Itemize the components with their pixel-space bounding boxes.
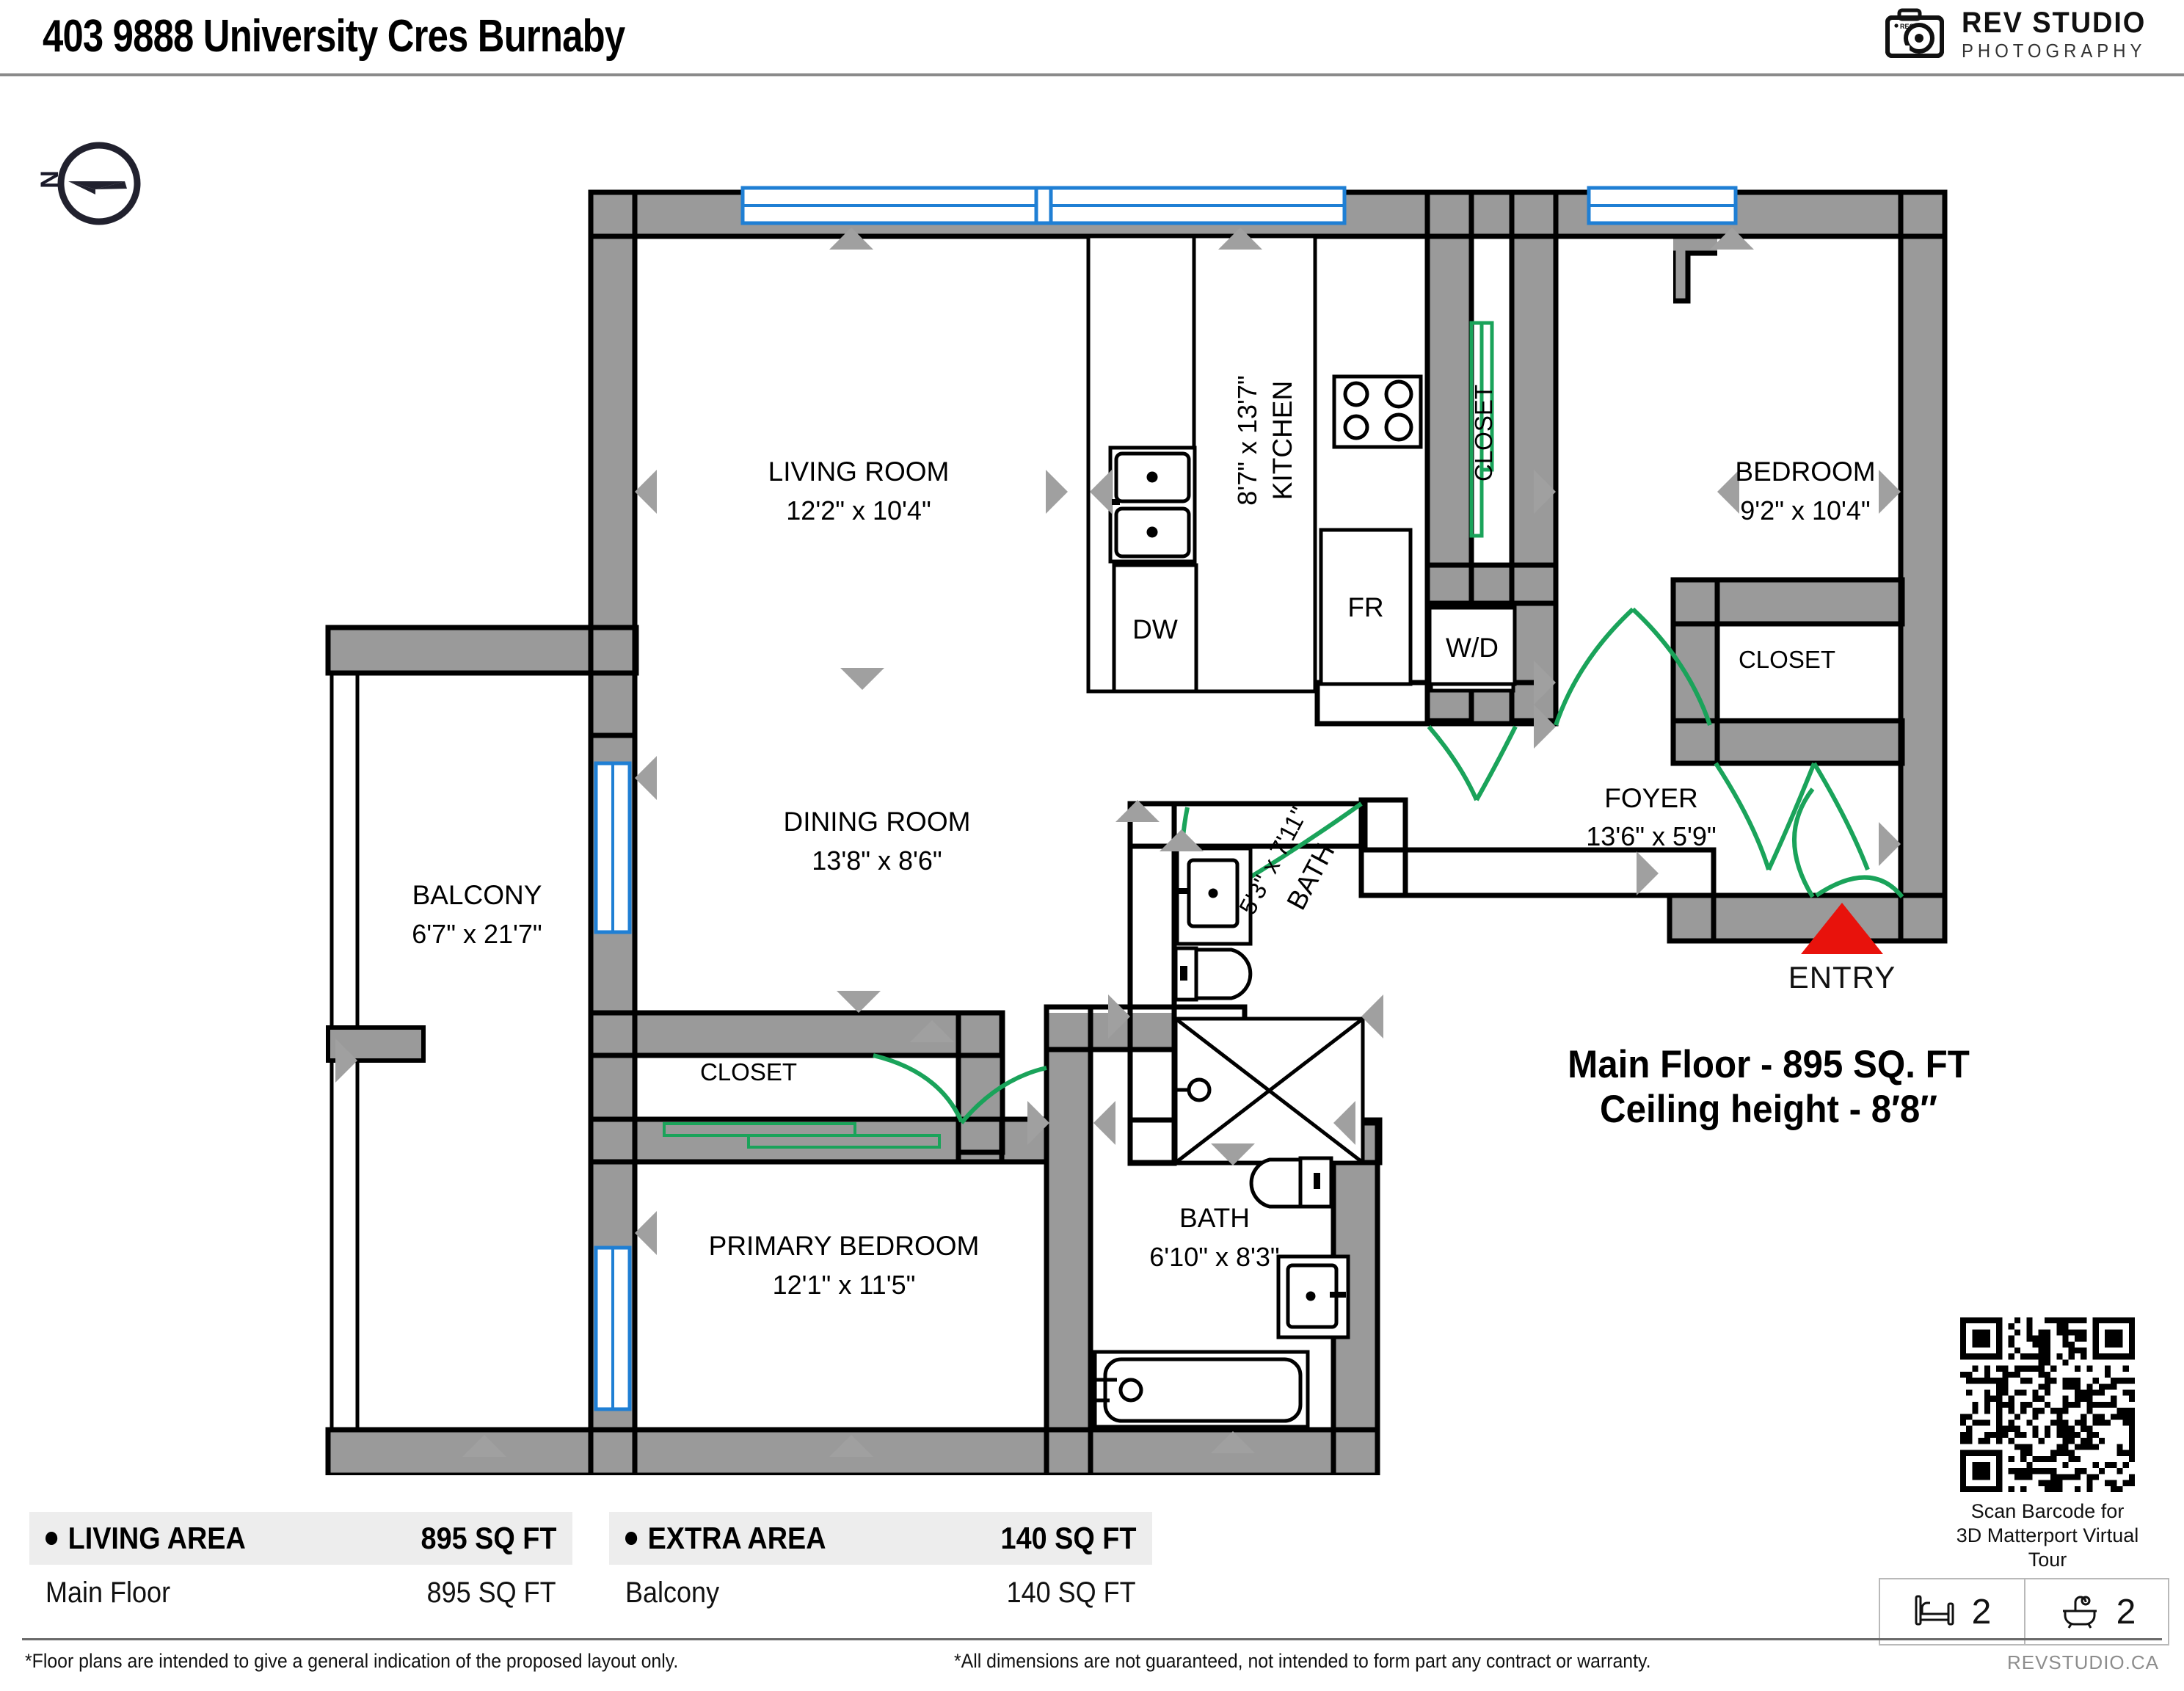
view-markers [335, 228, 1901, 1457]
floor-summary-area: Main Floor - 895 SQ. FT [1568, 1043, 1970, 1086]
shower-icon [1173, 1017, 1365, 1165]
doors [663, 321, 1904, 1149]
website-label: REVSTUDIO.CA [2006, 1651, 2159, 1673]
entry-marker-block: ENTRY [1776, 903, 1908, 995]
fridge-icon [1319, 528, 1413, 686]
room-label-closet-bedroom: CLOSET [1470, 385, 1497, 481]
page-header: 403 9888 University Cres Burnaby REC REV… [0, 0, 2184, 76]
room-label-primary-bedroom: PRIMARY BEDROOM [709, 1231, 980, 1261]
living-area-value: 895 SQ FT [421, 1521, 556, 1555]
compass-rose: N [22, 136, 161, 231]
room-dim-dining-room: 13'8" x 8'6" [812, 846, 942, 876]
extra-area-row: Balcony 140 SQ FT [609, 1565, 1152, 1621]
room-labels: LIVING ROOM 12'2" x 10'4" KITCHEN 8'7" x… [412, 375, 1875, 1300]
bed-bath-badges: 2 2 [1879, 1578, 2169, 1645]
bedroom-count-badge: 2 [1880, 1579, 2024, 1644]
kitchen-counter [1192, 234, 1317, 694]
windows [594, 186, 1738, 1411]
bed-icon [1913, 1592, 1956, 1632]
bathtub-icon [2058, 1592, 2100, 1632]
room-label-closet-foyer: CLOSET [1739, 646, 1835, 673]
footer-divider [22, 1638, 2162, 1640]
room-dim-bath-main: 6'10" x 8'3" [1149, 1242, 1279, 1272]
qr-code-icon[interactable] [1960, 1317, 2135, 1492]
kitchen-sink-icon [1107, 446, 1197, 564]
fixture-label-dishwasher: DW [1132, 614, 1178, 644]
living-area-header: LIVING AREA 895 SQ FT [29, 1512, 572, 1565]
extra-area-label-text: EXTRA AREA [647, 1521, 826, 1555]
stove-icon [1332, 374, 1423, 449]
page-title: 403 9888 University Cres Burnaby [43, 11, 625, 62]
extra-area-label: EXTRA AREA [625, 1521, 826, 1556]
bullet-icon [46, 1532, 58, 1545]
extra-area-header: EXTRA AREA 140 SQ FT [609, 1512, 1152, 1565]
living-area-row: Main Floor 895 SQ FT [29, 1565, 572, 1621]
room-label-foyer: FOYER [1604, 783, 1697, 813]
room-label-kitchen: KITCHEN [1267, 381, 1297, 500]
living-area-label-text: LIVING AREA [68, 1521, 246, 1555]
room-dim-kitchen: 8'7" x 13'7" [1232, 375, 1262, 505]
room-label-dining-room: DINING ROOM [784, 807, 971, 837]
qr-caption-line2: 3D Matterport Virtual Tour [1956, 1524, 2139, 1571]
room-label-closet-primary: CLOSET [700, 1058, 797, 1085]
bedroom-count: 2 [1971, 1592, 1992, 1632]
living-area-row-value: 895 SQ FT [426, 1576, 556, 1609]
ensuite-toilet-icon [1173, 946, 1253, 1002]
entry-label: ENTRY [1788, 960, 1896, 994]
room-label-bath-main: BATH [1179, 1203, 1250, 1233]
living-area-column: LIVING AREA 895 SQ FT Main Floor 895 SQ … [29, 1512, 572, 1621]
bath-toilet-icon [1249, 1156, 1333, 1209]
extra-area-value: 140 SQ FT [1000, 1521, 1136, 1555]
fixture-label-fridge: FR [1347, 592, 1383, 622]
extra-area-column: EXTRA AREA 140 SQ FT Balcony 140 SQ FT [609, 1512, 1152, 1621]
qr-caption-line1: Scan Barcode for [1970, 1500, 2125, 1522]
fixtures [1086, 234, 1517, 1429]
room-dim-balcony: 6'7" x 21'7" [412, 919, 542, 949]
room-label-living-room: LIVING ROOM [768, 457, 950, 487]
room-dim-living-room: 12'2" x 10'4" [786, 495, 931, 526]
fixture-label-washer-dryer: W/D [1446, 633, 1499, 663]
brand-subtitle: PHOTOGRAPHY [1961, 39, 2147, 62]
red-triangle-icon [1801, 903, 1883, 954]
extra-area-row-label: Balcony [625, 1576, 720, 1609]
brand-logo: REC REV STUDIO PHOTOGRAPHY [1885, 7, 2162, 60]
room-dim-primary-bedroom: 12'1" x 11'5" [773, 1270, 916, 1300]
footnote-left: *Floor plans are intended to give a gene… [25, 1650, 679, 1672]
living-area-row-label: Main Floor [46, 1576, 171, 1609]
bathroom-count: 2 [2116, 1592, 2136, 1632]
header-divider [0, 73, 2184, 76]
floor-summary: Main Floor - 895 SQ. FT Ceiling height -… [1482, 1042, 2055, 1132]
bath-sink-icon [1276, 1254, 1350, 1339]
footnote-right: *All dimensions are not guaranteed, not … [954, 1650, 1651, 1672]
bullet-icon [625, 1532, 638, 1545]
brand-text: REV STUDIO PHOTOGRAPHY [1962, 8, 2162, 60]
room-label-bedroom: BEDROOM [1735, 457, 1875, 487]
extra-area-row-value: 140 SQ FT [1006, 1576, 1136, 1609]
qr-caption: Scan Barcode for 3D Matterport Virtual T… [1952, 1499, 2143, 1572]
floor-summary-ceiling: Ceiling height - 8′8″ [1600, 1088, 1937, 1132]
dishwasher-icon [1112, 563, 1198, 694]
floorplan-drawing: LIVING ROOM 12'2" x 10'4" KITCHEN 8'7" x… [0, 81, 2184, 1475]
washer-dryer-icon [1427, 606, 1517, 693]
camera-icon: REC [1885, 7, 1948, 60]
brand-name: REV STUDIO [1961, 6, 2146, 39]
ensuite-sink-icon [1174, 846, 1253, 946]
bathroom-count-badge: 2 [2024, 1579, 2168, 1644]
qr-block: Scan Barcode for 3D Matterport Virtual T… [1952, 1317, 2143, 1572]
room-dim-bedroom: 9'2" x 10'4" [1740, 495, 1870, 526]
room-label-balcony: BALCONY [412, 880, 542, 910]
room-dim-foyer: 13'6" x 5'9" [1586, 821, 1716, 851]
svg-text:REC: REC [1900, 23, 1915, 30]
living-area-label: LIVING AREA [46, 1521, 246, 1556]
bathtub-icon [1093, 1350, 1310, 1429]
